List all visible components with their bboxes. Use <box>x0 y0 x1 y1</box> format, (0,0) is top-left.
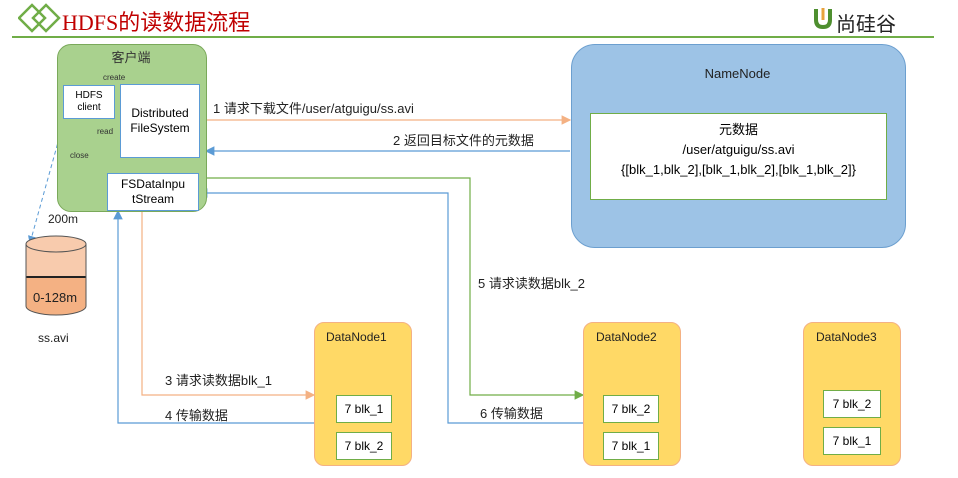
step6-label: 6 传输数据 <box>480 406 543 421</box>
dfs-line1: Distributed <box>131 106 189 120</box>
metadata-path: /user/atguigu/ss.avi <box>682 142 795 157</box>
file-size-label: 200m <box>48 212 79 226</box>
fsd-line1: FSDataInpu <box>120 177 186 191</box>
hdfs-client-line1: HDFS <box>75 89 103 101</box>
step5-label: 5 请求读数据blk_2 <box>478 276 585 291</box>
datanode3-block-1: 7 blk_2 <box>823 390 881 418</box>
datanode1-block-2: 7 blk_2 <box>336 432 392 460</box>
step5-arrow <box>198 177 585 400</box>
datanode2-title: DataNode2 <box>596 330 657 344</box>
page-title: HDFS的读数据流程 <box>62 10 251 35</box>
namenode-title: NameNode <box>704 66 771 81</box>
datanode2-block-1: 7 blk_2 <box>603 395 659 423</box>
datanode3-block-2: 7 blk_1 <box>823 427 881 455</box>
logo-diamond-icon <box>18 3 61 33</box>
file-cylinder-icon <box>25 235 87 316</box>
step4-arrow <box>113 209 314 424</box>
metadata-title: 元数据 <box>718 122 758 137</box>
fsd-line2: tStream <box>131 192 174 206</box>
client-title: 客户端 <box>111 50 151 65</box>
step1-label: 1 请求下载文件/user/atguigu/ss.avi <box>213 101 414 116</box>
metadata-box: 元数据 /user/atguigu/ss.avi {[blk_1,blk_2],… <box>590 113 887 200</box>
step4-label: 4 传输数据 <box>165 408 228 423</box>
step3-label: 3 请求读数据blk_1 <box>165 373 272 388</box>
create-label: create <box>103 73 126 82</box>
file-block-label: 0-128m <box>33 290 78 305</box>
file-name: ss.avi <box>38 331 69 345</box>
brand-logo-text: 尚硅谷 <box>836 14 896 36</box>
hdfs-client-line2: client <box>77 102 101 113</box>
metadata-blocks: {[blk_1,blk_2],[blk_1,blk_2],[blk_1,blk_… <box>621 162 856 177</box>
datanode1-block-1: 7 blk_1 <box>336 395 392 423</box>
datanode2-block-2: 7 blk_1 <box>603 432 659 460</box>
datanode3-title: DataNode3 <box>816 330 877 344</box>
close-label: close <box>70 151 89 160</box>
step2-label: 2 返回目标文件的元数据 <box>393 133 534 148</box>
step6-arrow <box>197 188 583 424</box>
step3-arrow <box>141 211 316 400</box>
brand-logo-icon <box>814 8 832 30</box>
header-rule <box>12 36 934 38</box>
read-label: read <box>97 127 114 136</box>
dfs-line2: FileSystem <box>130 121 190 135</box>
datanode1-title: DataNode1 <box>326 330 387 344</box>
